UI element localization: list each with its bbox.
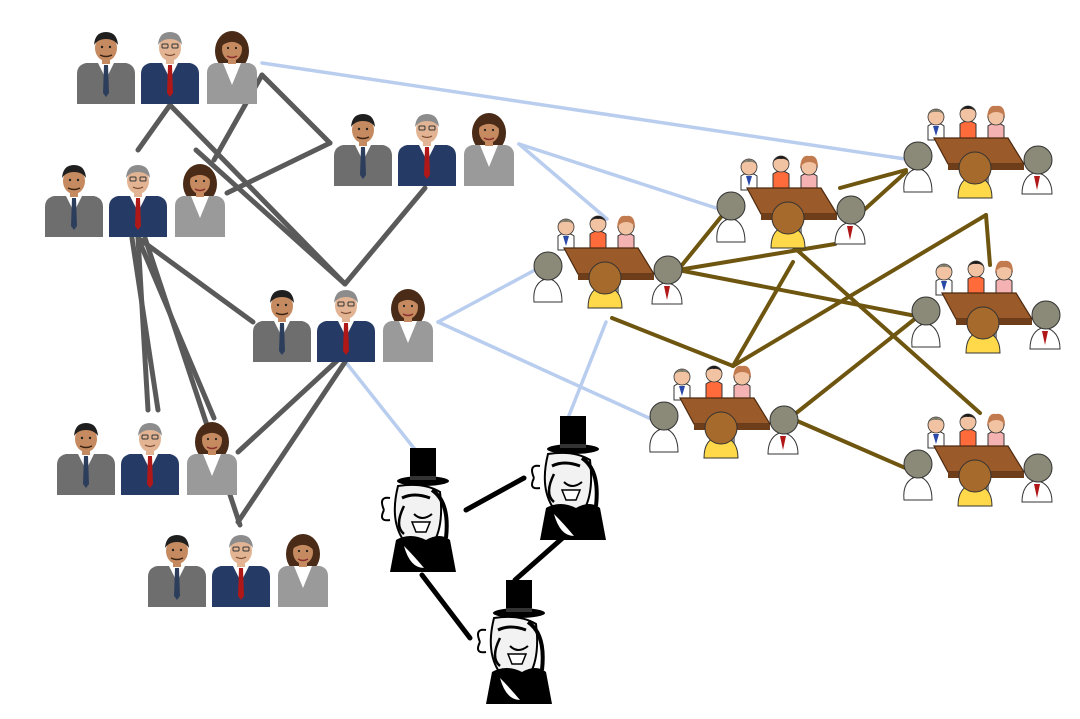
business-team-icon xyxy=(77,31,257,104)
business-team-icon xyxy=(148,534,328,607)
link xyxy=(193,147,348,287)
link xyxy=(235,359,348,525)
table-4 xyxy=(911,260,1061,354)
link xyxy=(731,213,988,368)
villain-2 xyxy=(530,414,608,542)
team-4 xyxy=(253,289,433,362)
business-team-icon xyxy=(253,289,433,362)
meeting-table-icon xyxy=(903,413,1053,507)
table-3 xyxy=(903,105,1053,199)
business-team-icon xyxy=(45,164,225,237)
link xyxy=(676,242,837,272)
link xyxy=(259,72,333,146)
business-team-icon xyxy=(57,422,237,495)
link xyxy=(135,235,256,325)
meeting-table-icon xyxy=(903,105,1053,199)
link xyxy=(566,320,608,420)
table-2 xyxy=(716,155,866,249)
villain-links xyxy=(419,475,569,641)
link xyxy=(463,475,527,513)
link xyxy=(838,168,908,190)
link xyxy=(235,355,343,455)
link xyxy=(786,240,982,415)
team-2 xyxy=(334,113,514,186)
table-5 xyxy=(649,365,799,459)
link xyxy=(610,316,735,368)
link xyxy=(342,358,419,454)
table-1 xyxy=(533,215,683,309)
link xyxy=(793,418,912,472)
team-5 xyxy=(57,422,237,495)
link xyxy=(342,185,428,287)
villain-1 xyxy=(380,446,458,574)
team-to-table-links xyxy=(260,61,914,454)
link xyxy=(517,142,609,221)
villain-3 xyxy=(476,578,554,706)
table-links xyxy=(610,168,992,472)
link xyxy=(129,235,161,413)
team-6 xyxy=(148,534,328,607)
link xyxy=(436,268,537,324)
link xyxy=(676,210,727,272)
meeting-table-icon xyxy=(911,260,1061,354)
link xyxy=(676,268,918,318)
link xyxy=(436,320,662,425)
table-6 xyxy=(903,413,1053,507)
link xyxy=(862,170,908,212)
link xyxy=(167,102,348,287)
top-hat-villain-icon xyxy=(476,578,554,706)
top-hat-villain-icon xyxy=(530,414,608,542)
meeting-table-icon xyxy=(533,215,683,309)
top-hat-villain-icon xyxy=(380,446,458,574)
link xyxy=(731,260,795,368)
link xyxy=(793,316,918,416)
team-1 xyxy=(77,31,257,104)
team-3 xyxy=(45,164,225,237)
meeting-table-icon xyxy=(716,155,866,249)
team-links xyxy=(129,72,428,528)
link xyxy=(419,572,473,641)
meeting-table-icon xyxy=(649,365,799,459)
link xyxy=(984,213,992,267)
link xyxy=(517,142,718,210)
link xyxy=(224,140,333,196)
link xyxy=(512,532,569,583)
business-team-icon xyxy=(334,113,514,186)
link xyxy=(135,102,173,153)
link xyxy=(260,61,914,162)
